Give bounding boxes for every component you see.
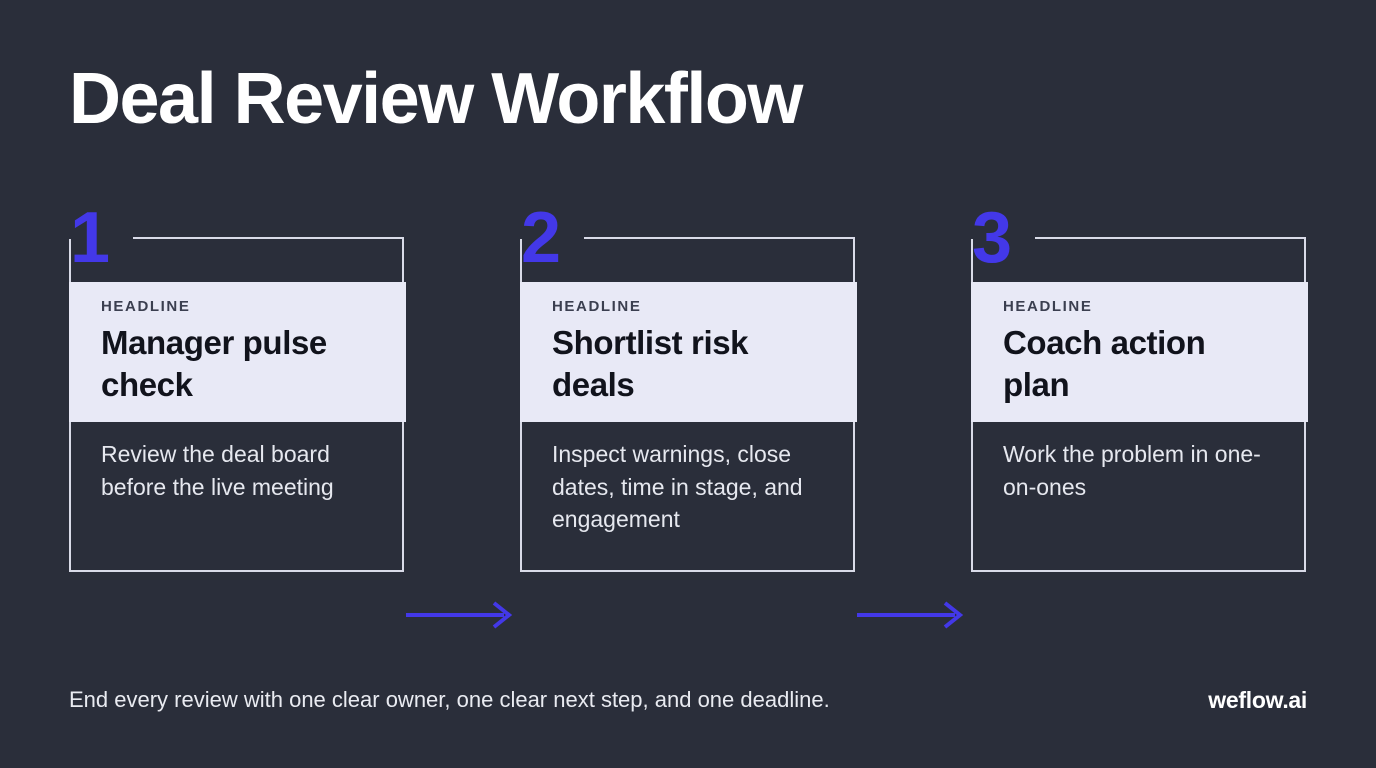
step-body-text: Work the problem in one-on-ones	[1003, 441, 1261, 500]
footer-caption: End every review with one clear owner, o…	[69, 687, 830, 712]
step-body-text: Review the deal board before the live me…	[101, 441, 334, 500]
step-number-badge: 3	[972, 198, 1013, 278]
workflow-step-1[interactable]: 1 HEADLINE Manager pulse check Review th…	[69, 198, 406, 580]
step-heading: Shortlist risk deals	[552, 324, 749, 404]
step-heading: Coach action plan	[1003, 324, 1206, 404]
step-eyebrow-label: HEADLINE	[552, 298, 642, 315]
arrow-right-icon	[406, 601, 514, 629]
step-headline-panel: HEADLINE Coach action plan	[971, 282, 1308, 422]
step-eyebrow-label: HEADLINE	[101, 298, 191, 315]
step-headline-panel: HEADLINE Shortlist risk deals	[520, 282, 857, 422]
page-title: Deal Review Workflow	[69, 59, 803, 139]
workflow-step-2[interactable]: 2 HEADLINE Shortlist risk deals Inspect …	[520, 198, 857, 580]
step-headline-panel: HEADLINE Manager pulse check	[69, 282, 406, 422]
step-eyebrow-label: HEADLINE	[1003, 298, 1093, 315]
arrow-right-icon	[857, 601, 965, 629]
workflow-steps: 1 HEADLINE Manager pulse check Review th…	[0, 198, 1376, 629]
step-body-text: Inspect warnings, close dates, time in s…	[552, 441, 803, 533]
step-number-badge: 2	[521, 198, 562, 278]
workflow-step-3[interactable]: 3 HEADLINE Coach action plan Work the pr…	[971, 198, 1308, 580]
brand-logo: weflow.ai	[1208, 687, 1307, 713]
step-number-badge: 1	[70, 198, 111, 278]
step-heading: Manager pulse check	[101, 324, 327, 404]
